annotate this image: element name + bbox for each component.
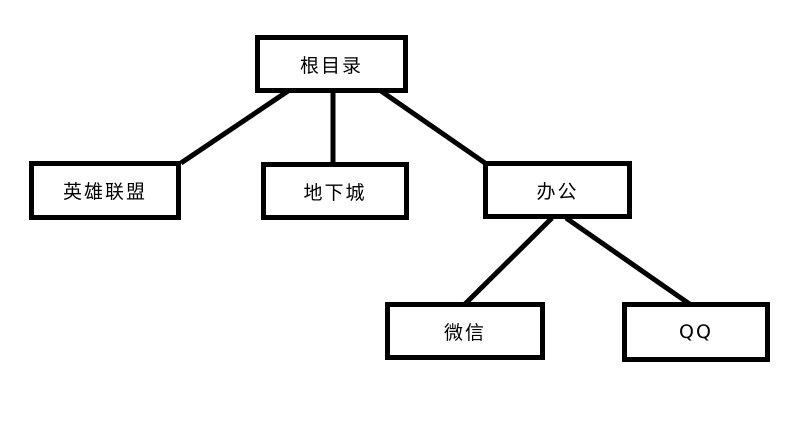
- node-wechat-label: 微信: [443, 321, 486, 344]
- node-league-of-legends: 英雄联盟: [29, 161, 181, 220]
- node-office: 办公: [483, 161, 632, 219]
- edge-office-qq: [564, 215, 693, 308]
- node-root-directory: 根目录: [255, 35, 408, 93]
- node-dungeon-label: 地下城: [303, 181, 367, 204]
- node-league-of-legends-label: 英雄联盟: [62, 181, 147, 203]
- node-office-label: 办公: [536, 180, 579, 203]
- node-qq: QQ: [622, 302, 770, 362]
- edge-office-wechat: [462, 216, 554, 307]
- node-dungeon: 地下城: [261, 162, 409, 220]
- edge-root-lol: [179, 88, 290, 166]
- node-wechat: 微信: [385, 302, 545, 360]
- node-root-directory-label: 根目录: [299, 54, 363, 77]
- edge-root-office: [379, 88, 487, 166]
- node-qq-label: QQ: [679, 321, 713, 343]
